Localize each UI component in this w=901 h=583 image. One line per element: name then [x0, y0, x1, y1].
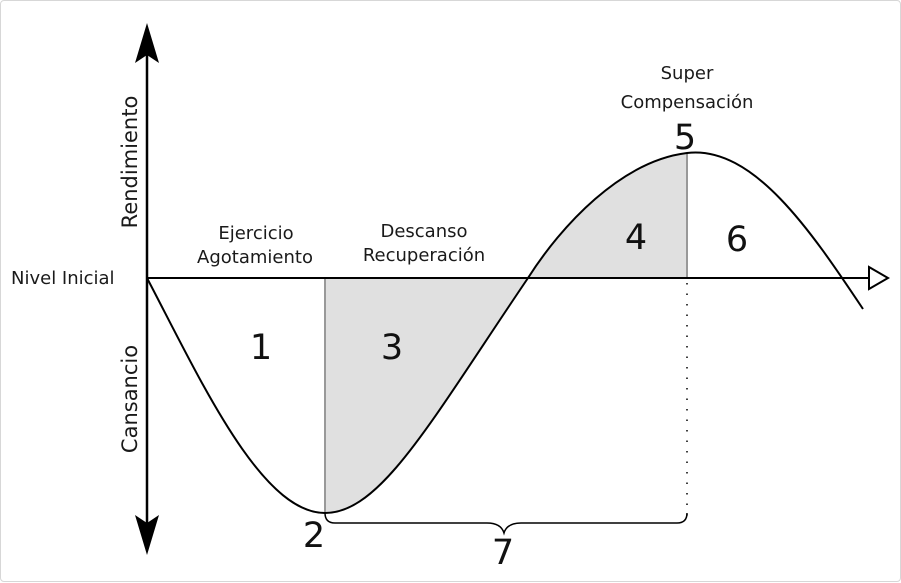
super-label-line1: Super — [661, 63, 714, 84]
baseline-label: Nivel Inicial — [11, 268, 115, 289]
axis-arrow-up-icon — [135, 23, 159, 63]
baseline-arrow-icon — [868, 265, 890, 291]
rest-label-line1: Descanso — [380, 221, 467, 242]
time-brace — [324, 512, 688, 536]
marker-2: 2 — [303, 516, 325, 556]
rest-label-line2: Recuperación — [363, 245, 485, 266]
marker-6: 6 — [726, 220, 748, 260]
marker-7: 7 — [492, 533, 514, 573]
marker-5: 5 — [674, 118, 696, 158]
exercise-label-line1: Ejercicio — [218, 223, 293, 244]
y-axis-bottom-label: Cansancio — [118, 345, 142, 453]
recovery-shaded-region — [325, 278, 528, 513]
exercise-label-line2: Agotamiento — [197, 247, 313, 268]
marker-1: 1 — [250, 328, 272, 368]
axis-arrow-down-icon — [135, 515, 159, 555]
y-axis-top-label: Rendimiento — [118, 96, 142, 229]
marker-4: 4 — [625, 218, 647, 258]
marker-3: 3 — [381, 328, 403, 368]
super-label-line2: Compensación — [621, 92, 754, 113]
performance-curve — [146, 151, 864, 515]
supercompensation-shaded-region — [528, 153, 687, 278]
